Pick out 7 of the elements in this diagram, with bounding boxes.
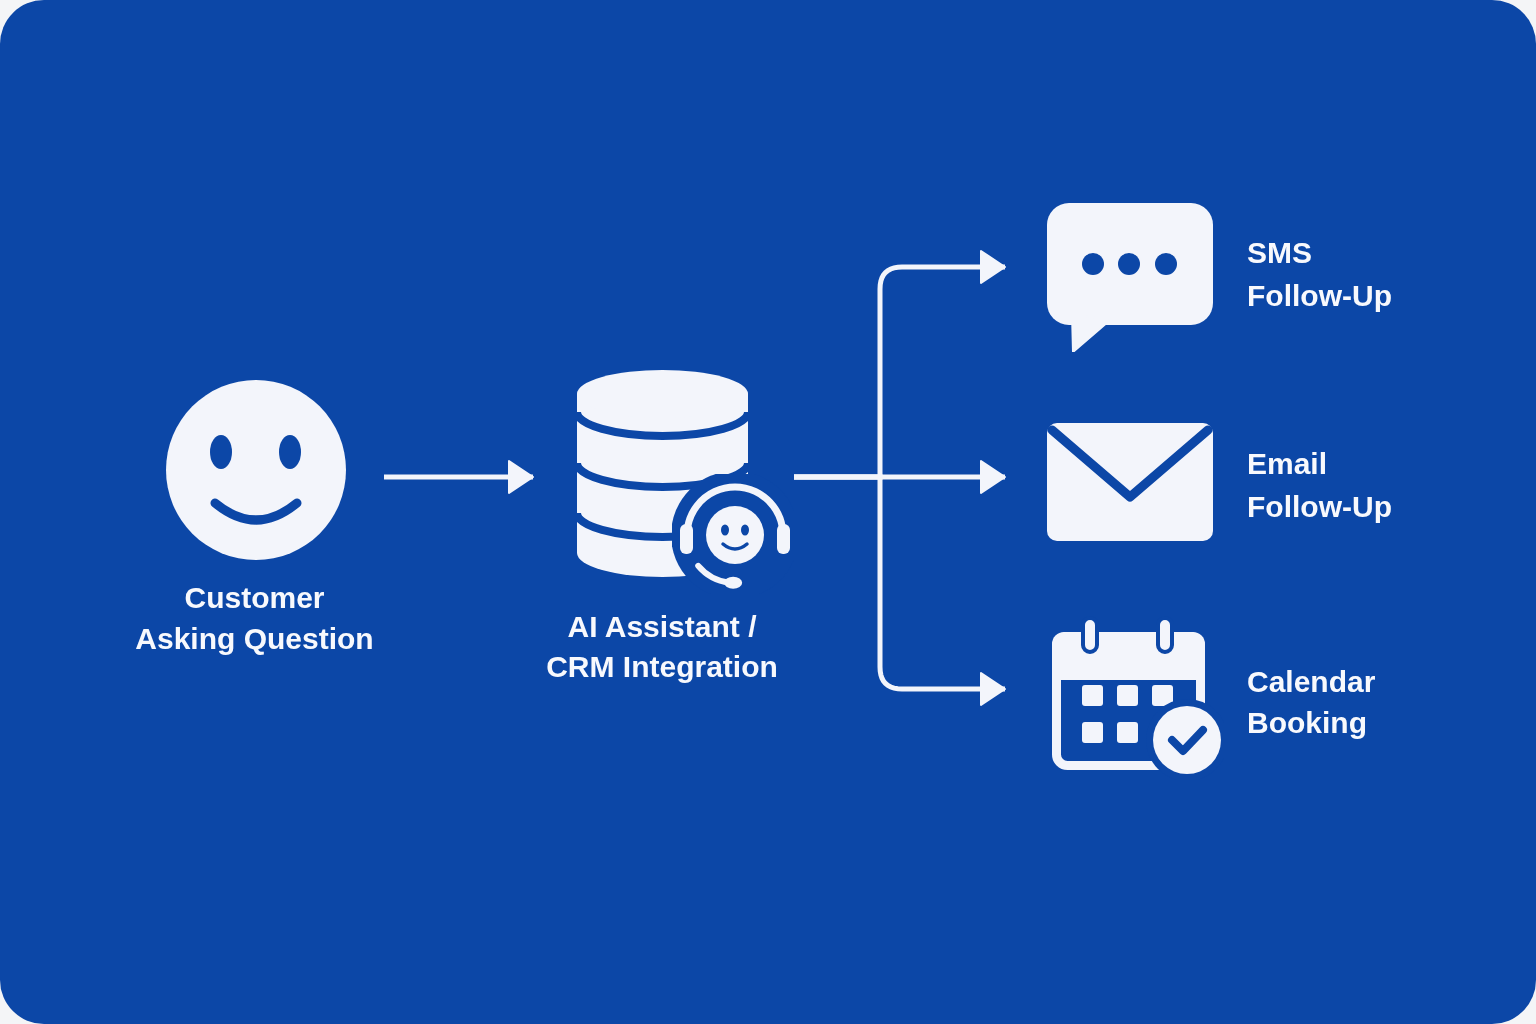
arrow [794,474,1006,706]
arrow [384,460,534,494]
node-label: AI Assistant / CRM Integration [545,608,779,685]
node-label: Customer Asking Question [134,579,375,657]
node-label: Email Follow-Up [1247,445,1393,525]
node-label: Calendar Booking [1247,664,1377,741]
node-label: SMS Follow-Up [1247,234,1393,314]
